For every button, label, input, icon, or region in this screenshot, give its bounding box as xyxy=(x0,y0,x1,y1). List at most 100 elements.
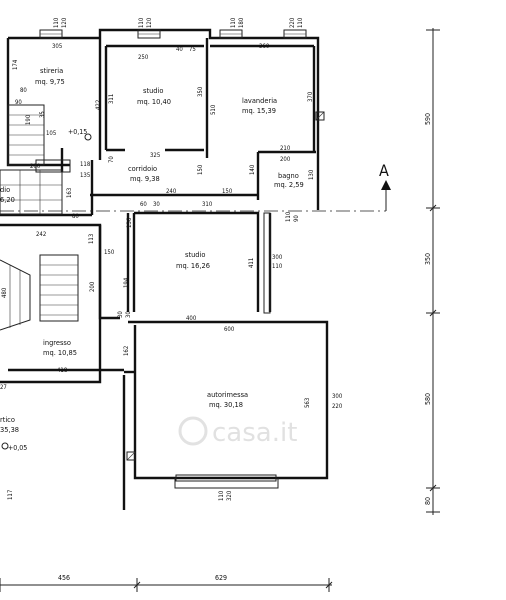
dim-label: 325 xyxy=(150,152,160,159)
room-lavanderia-area: mq. 15,39 xyxy=(242,106,276,115)
dim-label: 162 xyxy=(123,346,130,356)
dim-right-80: 80 xyxy=(424,497,432,505)
room-autorimessa-name: autorimessa xyxy=(207,390,248,399)
dim-label: 117 xyxy=(7,490,14,500)
dim-right-580: 580 xyxy=(424,393,432,405)
watermark: casa.it xyxy=(178,416,297,448)
dim-label: 300 xyxy=(332,393,343,400)
level-stair-label: +0,15 xyxy=(68,128,87,136)
dim-label: 411 xyxy=(248,258,255,268)
dim-label: 136 xyxy=(126,217,133,228)
room-corridoio-name: corridoio xyxy=(128,164,157,173)
dim-label: 163 xyxy=(66,188,73,198)
dim-label: 174 xyxy=(12,59,19,70)
dim-label: 150 xyxy=(222,188,233,195)
symbols xyxy=(1,111,325,461)
dim-label: 150 xyxy=(197,164,204,175)
dim-label: 200 xyxy=(280,156,291,163)
bottom-dimension-line: 456 629 xyxy=(0,574,333,592)
room-stireria-area: mq. 9,75 xyxy=(35,77,65,86)
room-studio-2-area: mq. 16,26 xyxy=(176,261,210,270)
room-stireria-name: stireria xyxy=(40,66,63,75)
dim-label: 310 xyxy=(202,201,213,208)
dim-label: 190 xyxy=(25,114,32,125)
dim-label: 140 xyxy=(249,164,256,175)
level-entry-label: +0,05 xyxy=(8,444,27,452)
dim-label: 300 xyxy=(272,254,283,261)
shaft-symbol xyxy=(315,111,325,121)
dim-label: 110 xyxy=(53,17,60,28)
dim-bottom-456: 456 xyxy=(58,574,70,582)
dim-label: 194 xyxy=(123,277,130,288)
room-studio-1-area: mq. 10,40 xyxy=(137,97,171,106)
dim-label: 305 xyxy=(52,43,62,50)
dim-label: 240 xyxy=(166,188,177,195)
dim-label: 120 xyxy=(61,17,68,28)
dim-label: 90 xyxy=(15,99,22,106)
windows xyxy=(39,29,307,482)
room-disimpegno-area: 6,20 xyxy=(0,195,15,204)
room-bagno-area: mq. 2,59 xyxy=(274,180,304,189)
dim-label: 30 xyxy=(117,311,124,318)
dim-label: 250 xyxy=(138,54,149,61)
dim-label: 60 xyxy=(140,201,147,208)
dim-label: 110 xyxy=(138,17,145,28)
dim-label: 360 xyxy=(259,43,270,50)
dim-label: 200 xyxy=(89,281,96,292)
dim-label: 110 xyxy=(218,490,225,501)
dimension-labels: 110 120 110 120 110 180 220 110 305 250 … xyxy=(0,17,343,501)
watermark-text: casa.it xyxy=(212,418,297,448)
dim-right-590: 590 xyxy=(424,113,432,125)
room-labels: stireria mq. 9,75 studio mq. 10,40 lavan… xyxy=(0,66,304,452)
dim-label: 400 xyxy=(186,315,197,322)
level-marker-icon xyxy=(84,133,92,141)
dim-label: 180 xyxy=(238,17,245,28)
watermark-logo-icon xyxy=(178,416,208,446)
dim-label: 135 xyxy=(80,172,90,179)
dim-label: 150 xyxy=(104,249,115,256)
room-bagno-name: bagno xyxy=(278,171,299,180)
dim-label: 70 xyxy=(108,156,115,163)
room-lavanderia-name: lavanderia xyxy=(242,96,277,105)
dim-label: 220 xyxy=(332,403,343,410)
dim-label: 242 xyxy=(36,231,46,238)
dim-label: 220 xyxy=(289,17,296,28)
dim-label: 30 xyxy=(153,201,160,208)
room-disimpegno-name: dio xyxy=(0,185,10,194)
dim-label: 110 xyxy=(285,211,292,222)
dim-label: 110 xyxy=(230,17,237,28)
dim-label: 40 xyxy=(176,46,183,53)
room-studio-2-name: studio xyxy=(185,250,205,259)
section-line: A xyxy=(0,161,391,212)
dim-label: 210 xyxy=(280,145,291,152)
dim-label: 120 xyxy=(146,17,153,28)
dim-label: 563 xyxy=(304,398,311,408)
dim-label: 30 xyxy=(125,311,132,318)
dim-label: 118 xyxy=(80,161,91,168)
room-portico-name: rtico xyxy=(0,415,15,424)
stairs xyxy=(0,104,79,331)
dim-label: 200 xyxy=(30,163,41,170)
dim-label: 510 xyxy=(210,104,217,115)
dim-label: 110 xyxy=(272,263,283,270)
dim-label: 113 xyxy=(88,234,95,244)
dim-label: 75 xyxy=(189,46,196,53)
dim-label: 311 xyxy=(108,94,115,104)
dim-label: 35 xyxy=(39,111,46,118)
dim-label: 110 xyxy=(297,17,304,28)
room-ingresso-area: mq. 10,85 xyxy=(43,348,77,357)
room-autorimessa-area: mq. 30,18 xyxy=(209,400,243,409)
right-dimension-line: 590 350 580 80 xyxy=(424,28,440,515)
dim-label: 422 xyxy=(95,100,102,110)
shaft-symbol xyxy=(126,451,136,461)
level-marker-icon xyxy=(1,442,9,450)
room-ingresso-name: ingresso xyxy=(43,338,71,347)
room-portico-area: 35,38 xyxy=(0,425,19,434)
dim-label: 320 xyxy=(226,490,233,501)
dim-label: 90 xyxy=(293,215,300,222)
dim-label: 350 xyxy=(197,86,204,97)
dim-label: 80 xyxy=(20,87,27,94)
dim-label: 600 xyxy=(224,326,235,333)
dim-bottom-629: 629 xyxy=(215,574,227,582)
dim-label: 27 xyxy=(0,384,7,391)
